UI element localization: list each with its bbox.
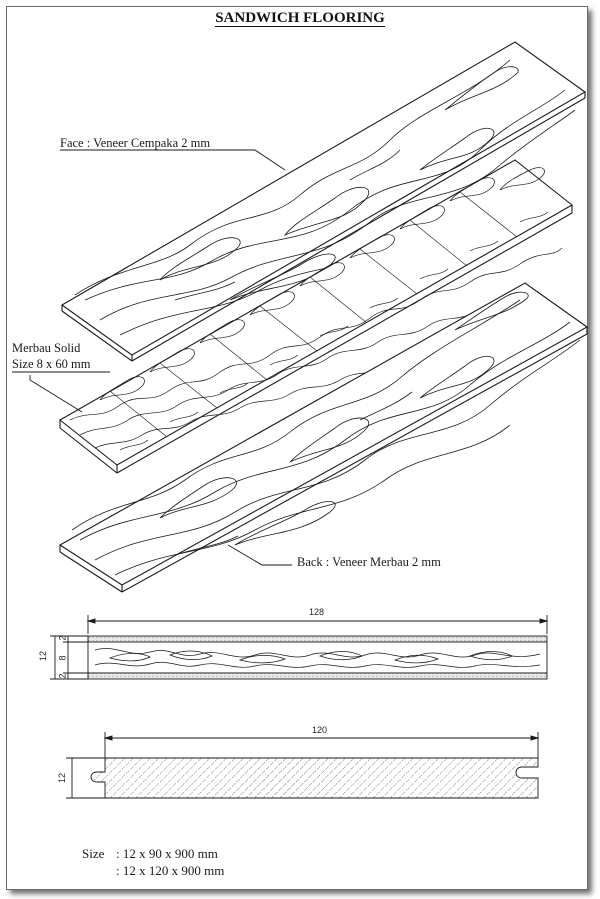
- size-row-2: : 12 x 120 x 900 mm: [116, 863, 225, 878]
- profile-thickness-dim: 12: [57, 772, 68, 784]
- section-layer-bottom-dim: 2: [57, 673, 68, 679]
- section-width-dim: 128: [309, 607, 325, 617]
- face-veneer-board: [60, 41, 587, 362]
- sizes-key: Size: [82, 846, 105, 861]
- section-layer-top-dim: 2: [57, 635, 68, 641]
- merbau-core-board: [59, 159, 573, 474]
- core-leader: [29, 375, 83, 413]
- size-row-1: : 12 x 90 x 900 mm: [116, 846, 218, 861]
- face-veneer-label: Face : Veneer Cempaka 2 mm: [60, 136, 211, 150]
- leader-lines: [12, 149, 292, 566]
- face-leader: [60, 149, 286, 171]
- core-label-line1: Merbau Solid: [12, 341, 81, 355]
- profile-width-dim: 120: [312, 725, 328, 735]
- section-layer-core-dim: 8: [57, 655, 68, 661]
- profile-view: [66, 732, 540, 799]
- face-grain: [74, 59, 576, 336]
- cross-section-view: [50, 615, 549, 680]
- section-total-thickness-dim: 12: [38, 650, 49, 662]
- back-leader: [227, 544, 292, 566]
- back-grain: [71, 291, 581, 576]
- core-label-line2: Size 8 x 60 mm: [12, 357, 91, 371]
- diagram-title: SANDWICH FLOORING: [215, 10, 385, 27]
- back-veneer-label: Back : Veneer Merbau 2 mm: [297, 555, 441, 569]
- back-veneer-board: [58, 282, 589, 593]
- core-grain: [69, 167, 563, 451]
- section-grain: [94, 648, 541, 668]
